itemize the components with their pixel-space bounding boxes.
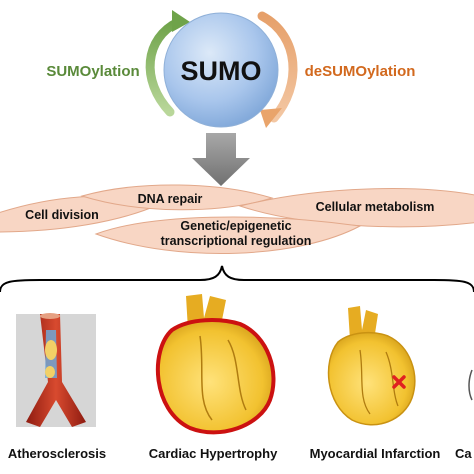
transcription-label-line1: Genetic/epigenetic (180, 219, 291, 233)
dna-repair-label: DNA repair (138, 192, 203, 206)
cutoff-image-edge (468, 369, 473, 401)
sumo-circle (163, 12, 279, 128)
sumoylation-label: SUMOylation (46, 63, 139, 80)
function-shapes (0, 184, 474, 254)
sumoylation-arc-arrow (145, 10, 190, 117)
atherosclerosis-label: Atherosclerosis (8, 446, 106, 461)
atherosclerosis-image (16, 313, 96, 427)
desumoylation-arc-arrow (257, 11, 298, 128)
transcription-shape (94, 216, 362, 254)
cell-division-label: Cell division (25, 208, 99, 222)
cardiac-hypertrophy-label: Cardiac Hypertrophy (149, 446, 278, 461)
hypertrophy-heart-image (155, 294, 276, 435)
dna-repair-shape (80, 184, 274, 211)
infarct-x-mark (392, 375, 406, 389)
desumoylation-label: deSUMOylation (305, 63, 416, 80)
infarction-heart-image (327, 306, 416, 426)
transcription-label-line2: transcriptional regulation (161, 234, 312, 248)
sumo-label: SUMO (181, 56, 262, 86)
cellular-metabolism-label: Cellular metabolism (316, 200, 435, 214)
disease-bracket (0, 265, 474, 293)
down-arrow (192, 133, 250, 186)
myocardial-infarction-label: Myocardial Infarction (310, 446, 441, 461)
cutoff-disease-label: Ca (455, 446, 472, 461)
